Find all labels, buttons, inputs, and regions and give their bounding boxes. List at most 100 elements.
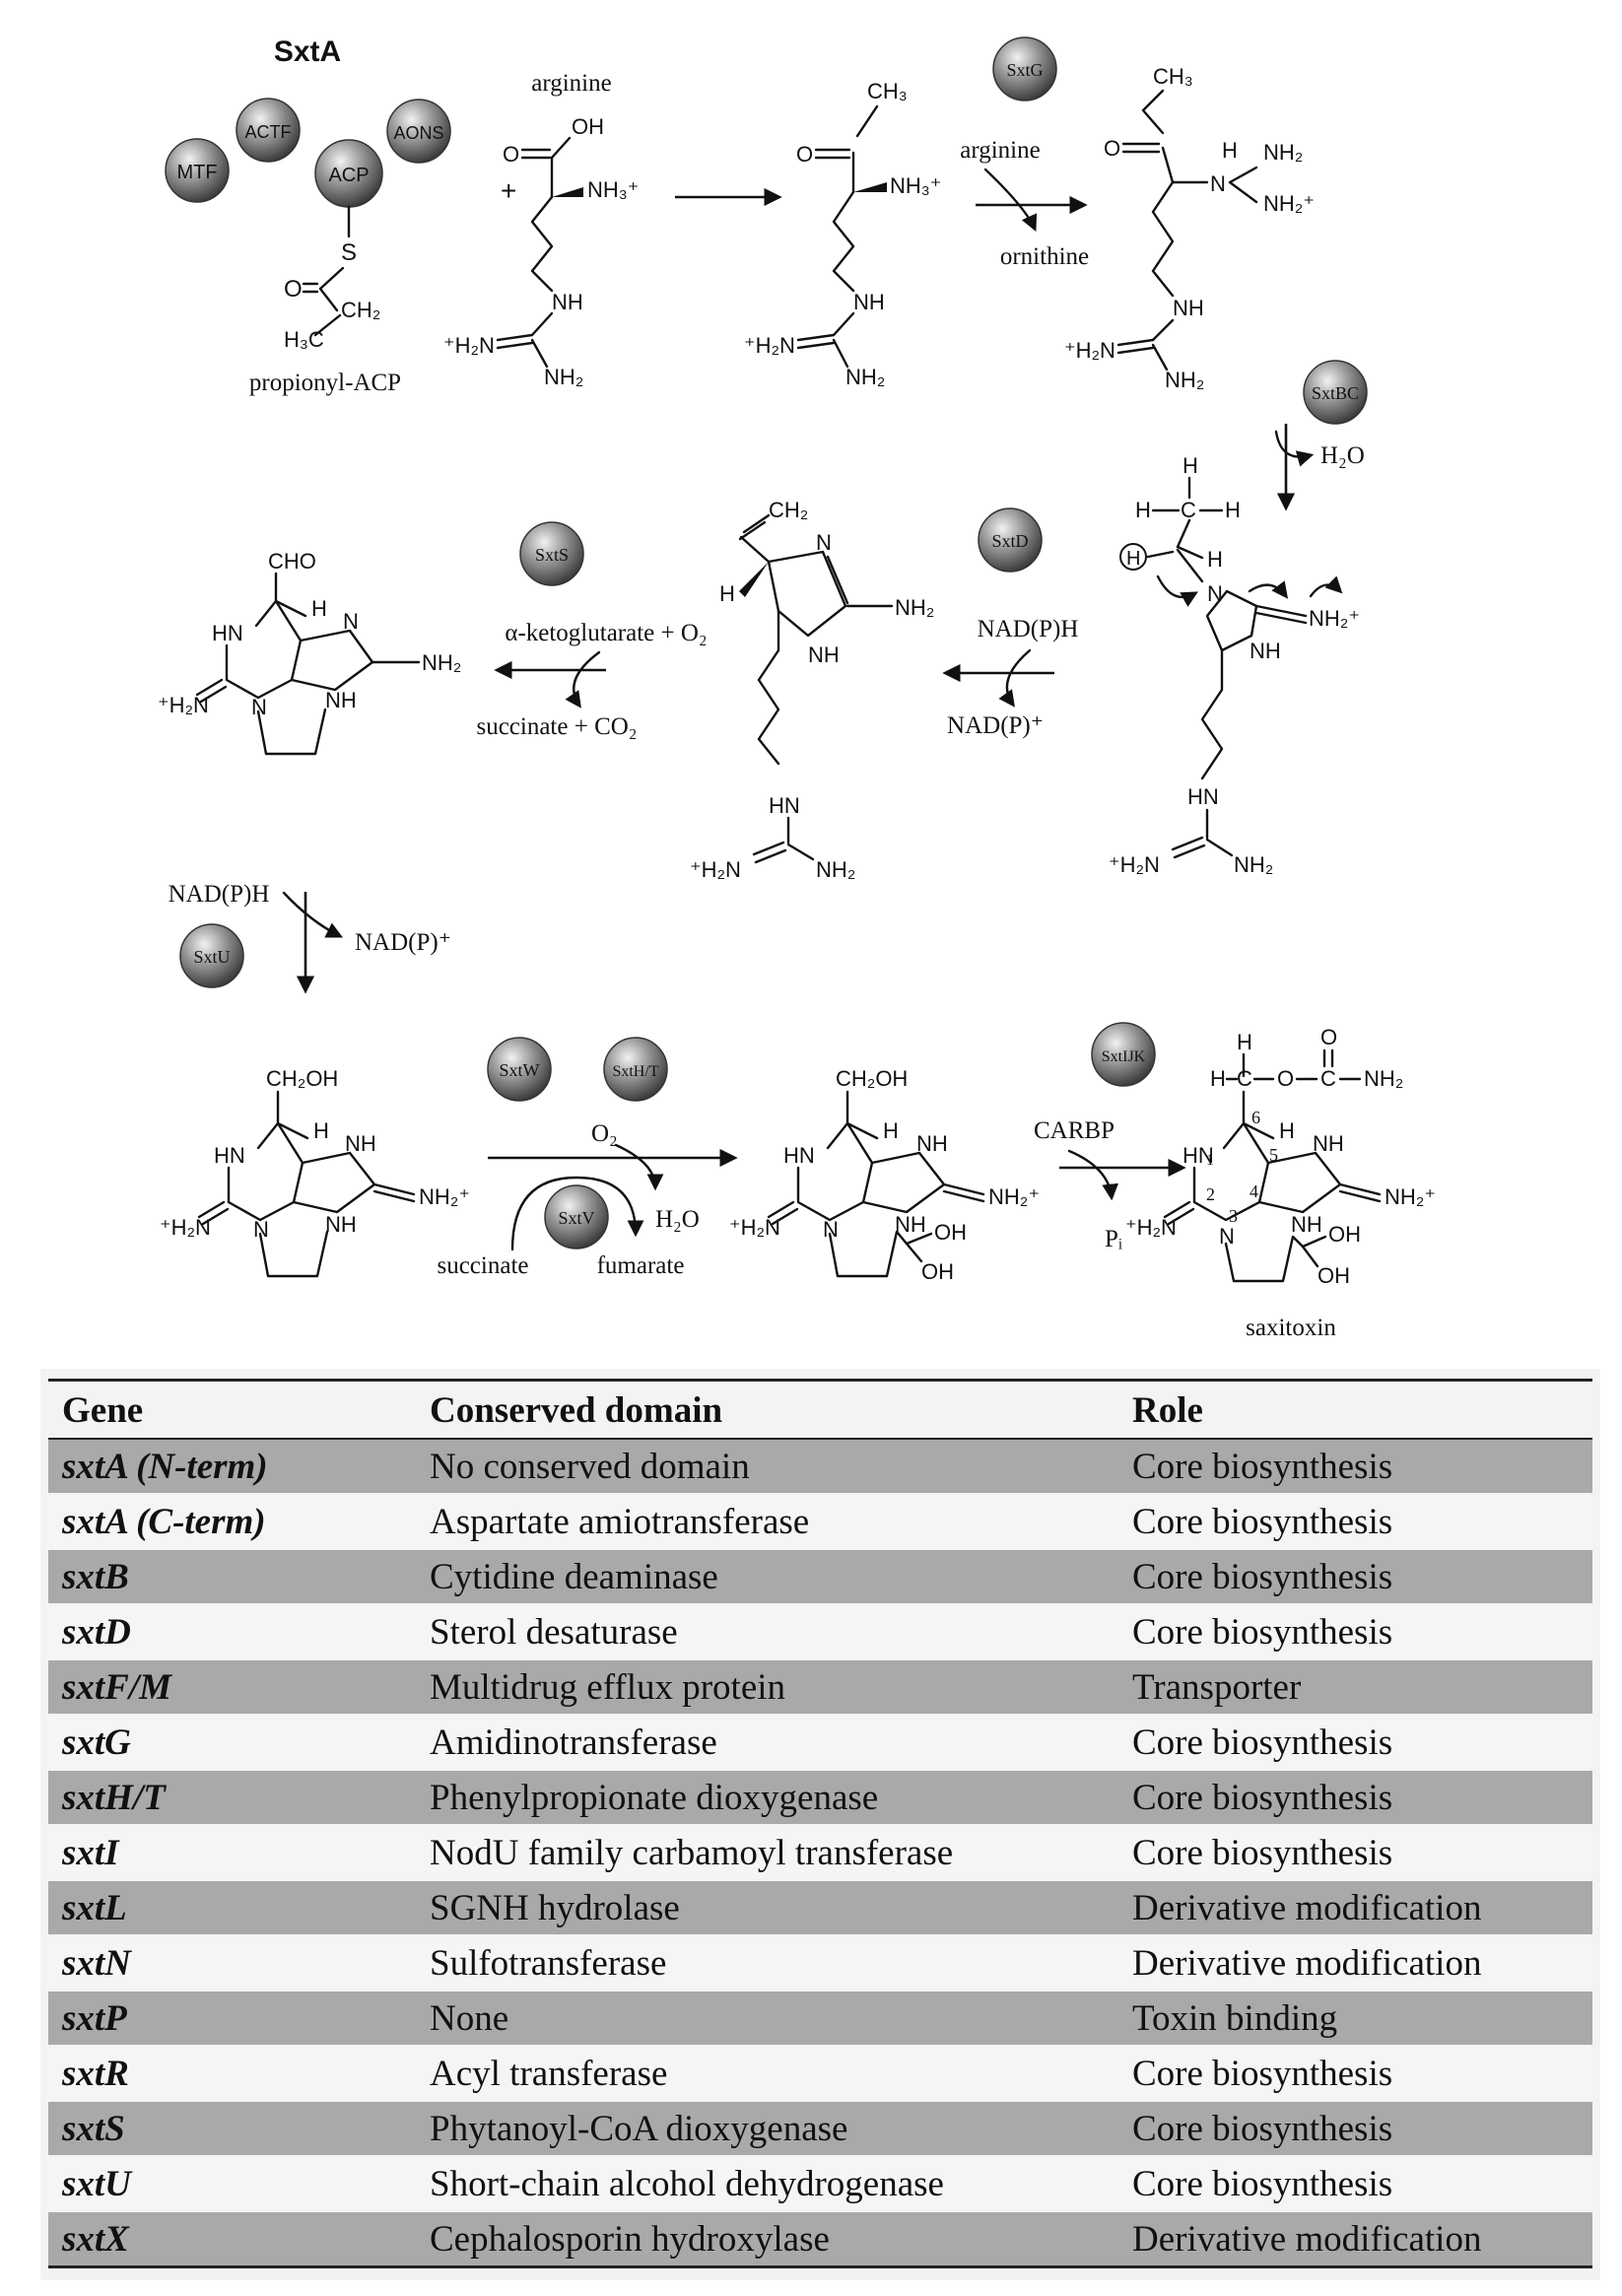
svg-text:HN: HN xyxy=(769,793,800,818)
svg-text:N: N xyxy=(1207,581,1223,606)
svg-text:O: O xyxy=(1104,136,1120,161)
svg-text:OH: OH xyxy=(934,1220,967,1245)
svg-text:⁺H₂N: ⁺H₂N xyxy=(1125,1215,1177,1240)
enzyme-label-sxtv: SxtV xyxy=(558,1208,594,1228)
sxta-domain-mtf: MTF xyxy=(165,138,230,203)
svg-text:H: H xyxy=(311,596,327,621)
enzyme-sxts: SxtS xyxy=(519,521,584,586)
cofactor-arginine: arginine xyxy=(960,137,1040,164)
svg-text:NH: NH xyxy=(325,1212,357,1237)
intermediate-4-structure: CH₂ H N NH₂ NH HN ⁺H₂N NH₂ xyxy=(690,498,934,882)
arginine-label: arginine xyxy=(531,70,611,97)
cofactor-curve-sxtd xyxy=(998,648,1032,708)
domain-cell: Acyl transferase xyxy=(416,2046,1118,2102)
role-cell: Core biosynthesis xyxy=(1118,1825,1592,1881)
domain-cell: Aspartate amiotransferase xyxy=(416,1494,1118,1550)
enzyme-sxtht: SxtH/T xyxy=(603,1037,668,1102)
svg-text:S: S xyxy=(341,239,357,266)
plus-sign: + xyxy=(501,175,516,206)
enzyme-sxtv: SxtV xyxy=(544,1184,609,1249)
cofactor-ornithine: ornithine xyxy=(1000,243,1089,270)
cofactor-curve-sxtijk xyxy=(1067,1149,1119,1201)
gene-cell: sxtB xyxy=(48,1549,416,1605)
svg-text:⁺H₂N: ⁺H₂N xyxy=(1109,852,1160,877)
enzyme-label-sxtbc: SxtBC xyxy=(1312,383,1359,403)
propionyl-acp-structure: S O CH₂ H₃C xyxy=(284,205,380,352)
svg-text:CH₂OH: CH₂OH xyxy=(266,1066,338,1091)
svg-text:NH₂: NH₂ xyxy=(1234,852,1273,877)
svg-text:O: O xyxy=(1320,1025,1337,1049)
sxt-gene-table: Gene Conserved domain Role sxtA (N-term)… xyxy=(48,1379,1592,2268)
enzyme-sxtw: SxtW xyxy=(487,1037,552,1102)
gene-cell: sxtA (N-term) xyxy=(48,1439,416,1495)
svg-text:CH₃: CH₃ xyxy=(1153,64,1193,89)
svg-text:HN: HN xyxy=(1183,1143,1214,1168)
cofactor-nadph-u: NAD(P)H xyxy=(169,881,270,908)
cofactor-fumarate: fumarate xyxy=(597,1252,685,1279)
role-cell: Core biosynthesis xyxy=(1118,2101,1592,2157)
gene-cell: sxtS xyxy=(48,2101,416,2157)
cofactor-curve-sxtg xyxy=(983,168,1038,233)
gene-cell: sxtR xyxy=(48,2046,416,2102)
role-cell: Core biosynthesis xyxy=(1118,1494,1592,1550)
cofactor-curve-o2 xyxy=(614,1143,664,1191)
svg-text:N: N xyxy=(816,530,832,555)
svg-text:H₃C: H₃C xyxy=(284,327,324,352)
svg-text:OH: OH xyxy=(921,1259,954,1284)
svg-text:O: O xyxy=(1277,1066,1294,1091)
svg-text:NH: NH xyxy=(325,688,357,712)
gene-cell: sxtI xyxy=(48,1825,416,1881)
svg-text:H: H xyxy=(1237,1030,1252,1054)
domain-cell: SGNH hydrolase xyxy=(416,1880,1118,1936)
svg-text:3: 3 xyxy=(1229,1206,1238,1226)
svg-text:⁺H₂N: ⁺H₂N xyxy=(744,333,795,358)
svg-text:O: O xyxy=(503,142,519,167)
sxta-domain-actf: ACTF xyxy=(236,98,301,163)
gene-cell: sxtH/T xyxy=(48,1770,416,1826)
role-cell: Core biosynthesis xyxy=(1118,1715,1592,1771)
header-role: Role xyxy=(1132,1390,1203,1431)
intermediate-1-structure: CH₃ O NH₃⁺ NH ⁺H₂N NH₂ xyxy=(744,79,941,389)
svg-text:OH: OH xyxy=(1328,1222,1361,1247)
enzyme-label-sxtw: SxtW xyxy=(499,1060,539,1080)
sxta-title: SxtA xyxy=(274,35,341,68)
svg-text:H: H xyxy=(1207,547,1223,572)
cofactor-nadp-u: NAD(P)⁺ xyxy=(355,929,451,956)
svg-text:OH: OH xyxy=(572,114,604,139)
saxitoxin-label: saxitoxin xyxy=(1246,1315,1336,1341)
role-cell: Core biosynthesis xyxy=(1118,1549,1592,1605)
gene-cell: sxtD xyxy=(48,1604,416,1660)
svg-text:NH: NH xyxy=(916,1131,948,1156)
domain-label-acp: ACP xyxy=(328,165,369,186)
cofactor-succinate: succinate xyxy=(437,1252,528,1279)
svg-text:⁺H₂N: ⁺H₂N xyxy=(690,857,741,882)
svg-text:NH₂: NH₂ xyxy=(845,365,885,389)
svg-text:NH₂: NH₂ xyxy=(1263,140,1303,165)
role-cell: Core biosynthesis xyxy=(1118,2156,1592,2212)
role-cell: Derivative modification xyxy=(1118,1880,1592,1936)
domain-cell: Short-chain alcohol dehydrogenase xyxy=(416,2156,1118,2212)
cofactor-nadph-d: NAD(P)H xyxy=(978,616,1079,642)
svg-text:HN: HN xyxy=(212,621,243,645)
svg-text:⁺H₂N: ⁺H₂N xyxy=(158,693,209,717)
gene-cell: sxtU xyxy=(48,2156,416,2212)
gene-cell: sxtF/M xyxy=(48,1659,416,1716)
svg-text:H: H xyxy=(1225,498,1241,522)
table-header-row: Gene Conserved domain Role xyxy=(48,1380,1592,1439)
svg-text:NH₂: NH₂ xyxy=(544,365,583,389)
svg-text:NH₂: NH₂ xyxy=(895,595,934,620)
svg-text:⁺H₂N: ⁺H₂N xyxy=(160,1215,211,1240)
svg-text:H: H xyxy=(1279,1118,1295,1143)
domain-label-aons: AONS xyxy=(393,123,443,143)
svg-text:⁺H₂N: ⁺H₂N xyxy=(1064,338,1115,363)
sxta-domain-aons: AONS xyxy=(386,99,451,164)
cofactor-curve-sxtu xyxy=(282,891,344,938)
domain-cell: Sulfotransferase xyxy=(416,1935,1118,1992)
svg-text:1: 1 xyxy=(1206,1152,1214,1169)
svg-text:NH₂⁺: NH₂⁺ xyxy=(419,1184,470,1209)
svg-text:CH₃: CH₃ xyxy=(867,79,908,103)
domain-cell: None xyxy=(416,1991,1118,2047)
svg-text:⁺H₂N: ⁺H₂N xyxy=(443,333,495,358)
